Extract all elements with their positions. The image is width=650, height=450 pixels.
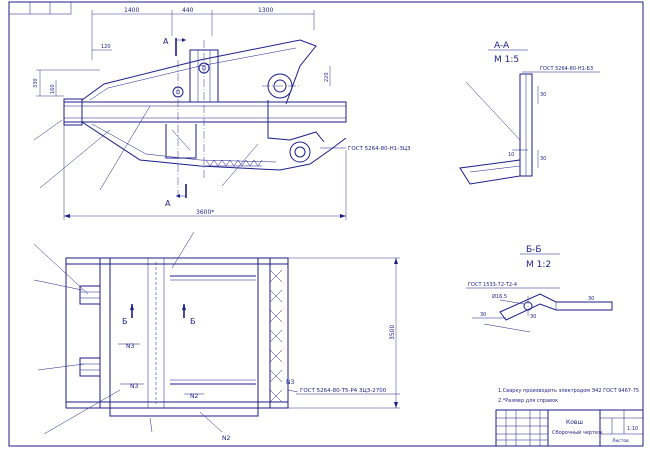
plan-weld-note: ГОСТ 5264-80-Т5-Р4 ЗЦЗ-2700 — [300, 388, 387, 394]
title-sheets: Листов — [612, 438, 629, 444]
front-gost-note: ГОСТ 5264-80-Н1-ЗЦЗ — [348, 146, 411, 152]
dim-3500: 3500 — [389, 325, 396, 340]
section-bb-dim-30c: 30 — [588, 296, 594, 302]
section-mark-a-bottom: A — [165, 199, 171, 208]
dim-1300: 1300 — [258, 7, 273, 14]
section-aa-title: A-A — [494, 41, 510, 51]
top-left-stamp — [8, 1, 72, 15]
main-beam — [63, 101, 347, 123]
n2-label-1: N2 — [190, 393, 198, 400]
section-bb-dim-30b: 30 — [530, 314, 536, 320]
title-scale: 1:10 — [627, 426, 638, 432]
pivot-lower — [289, 141, 311, 163]
n2-label-2: N2 — [222, 435, 230, 442]
title-name: Ковш — [566, 419, 583, 426]
section-bb-title: Б-Б — [526, 245, 542, 255]
title-subtitle: Сборочный чертеж — [552, 429, 603, 436]
section-mark-a-top: A — [163, 37, 169, 46]
sheet-frame — [8, 1, 644, 447]
dim-220: 220 — [324, 72, 330, 82]
dim-120: 120 — [101, 44, 111, 50]
plan-view: Б Б N3 N3 N3 N2 N2 3500 ГОСТ 5264-80-Т5-… — [33, 231, 400, 442]
n3-label-1: N3 — [126, 343, 134, 350]
section-bb-dim-30a: 30 — [480, 312, 486, 318]
section-aa-dim-c: 10 — [508, 152, 514, 158]
section-bb-gost: ГОСТ 1533-72-Т2-4 — [468, 282, 517, 288]
section-aa-dim-b: 30 — [540, 156, 546, 162]
section-bb-dia: Ø16,5 — [492, 293, 507, 300]
section-bb-scale: M 1:2 — [526, 260, 551, 270]
plan-outline — [65, 257, 289, 409]
n3-label-3: N3 — [286, 379, 294, 386]
section-bb: Б-Б M 1:2 ГОСТ 1533-72-Т2-4 Ø16,5 30 30 … — [466, 245, 613, 333]
section-aa: A-A M 1:5 ГОСТ 5264-80-Н1-Б3 30 30 10 — [459, 41, 600, 185]
dim-overall-length: 3600* — [196, 209, 214, 216]
note-line-2: 2.*Размер для справок — [498, 398, 558, 404]
technical-notes: 1.Сварку производить электродом Э42 ГОСТ… — [498, 388, 639, 404]
section-mark-b-left: Б — [122, 317, 128, 326]
title-block: Ковш Сборочный чертеж 1:10 Листов — [495, 409, 644, 447]
section-mark-b-right: Б — [190, 317, 196, 326]
dim-330: 330 — [33, 78, 39, 88]
front-view: 1400 440 1300 120 A 330 160 220 — [33, 7, 411, 220]
dim-1400: 1400 — [124, 7, 139, 14]
section-aa-dim-a: 30 — [540, 92, 546, 98]
section-aa-gost: ГОСТ 5264-80-Н1-Б3 — [540, 66, 593, 72]
note-line-1: 1.Сварку производить электродом Э42 ГОСТ… — [498, 388, 639, 394]
n3-label-2: N3 — [130, 383, 138, 390]
dim-440: 440 — [182, 7, 194, 14]
dim-160: 160 — [50, 84, 56, 94]
section-aa-scale: M 1:5 — [494, 55, 519, 65]
